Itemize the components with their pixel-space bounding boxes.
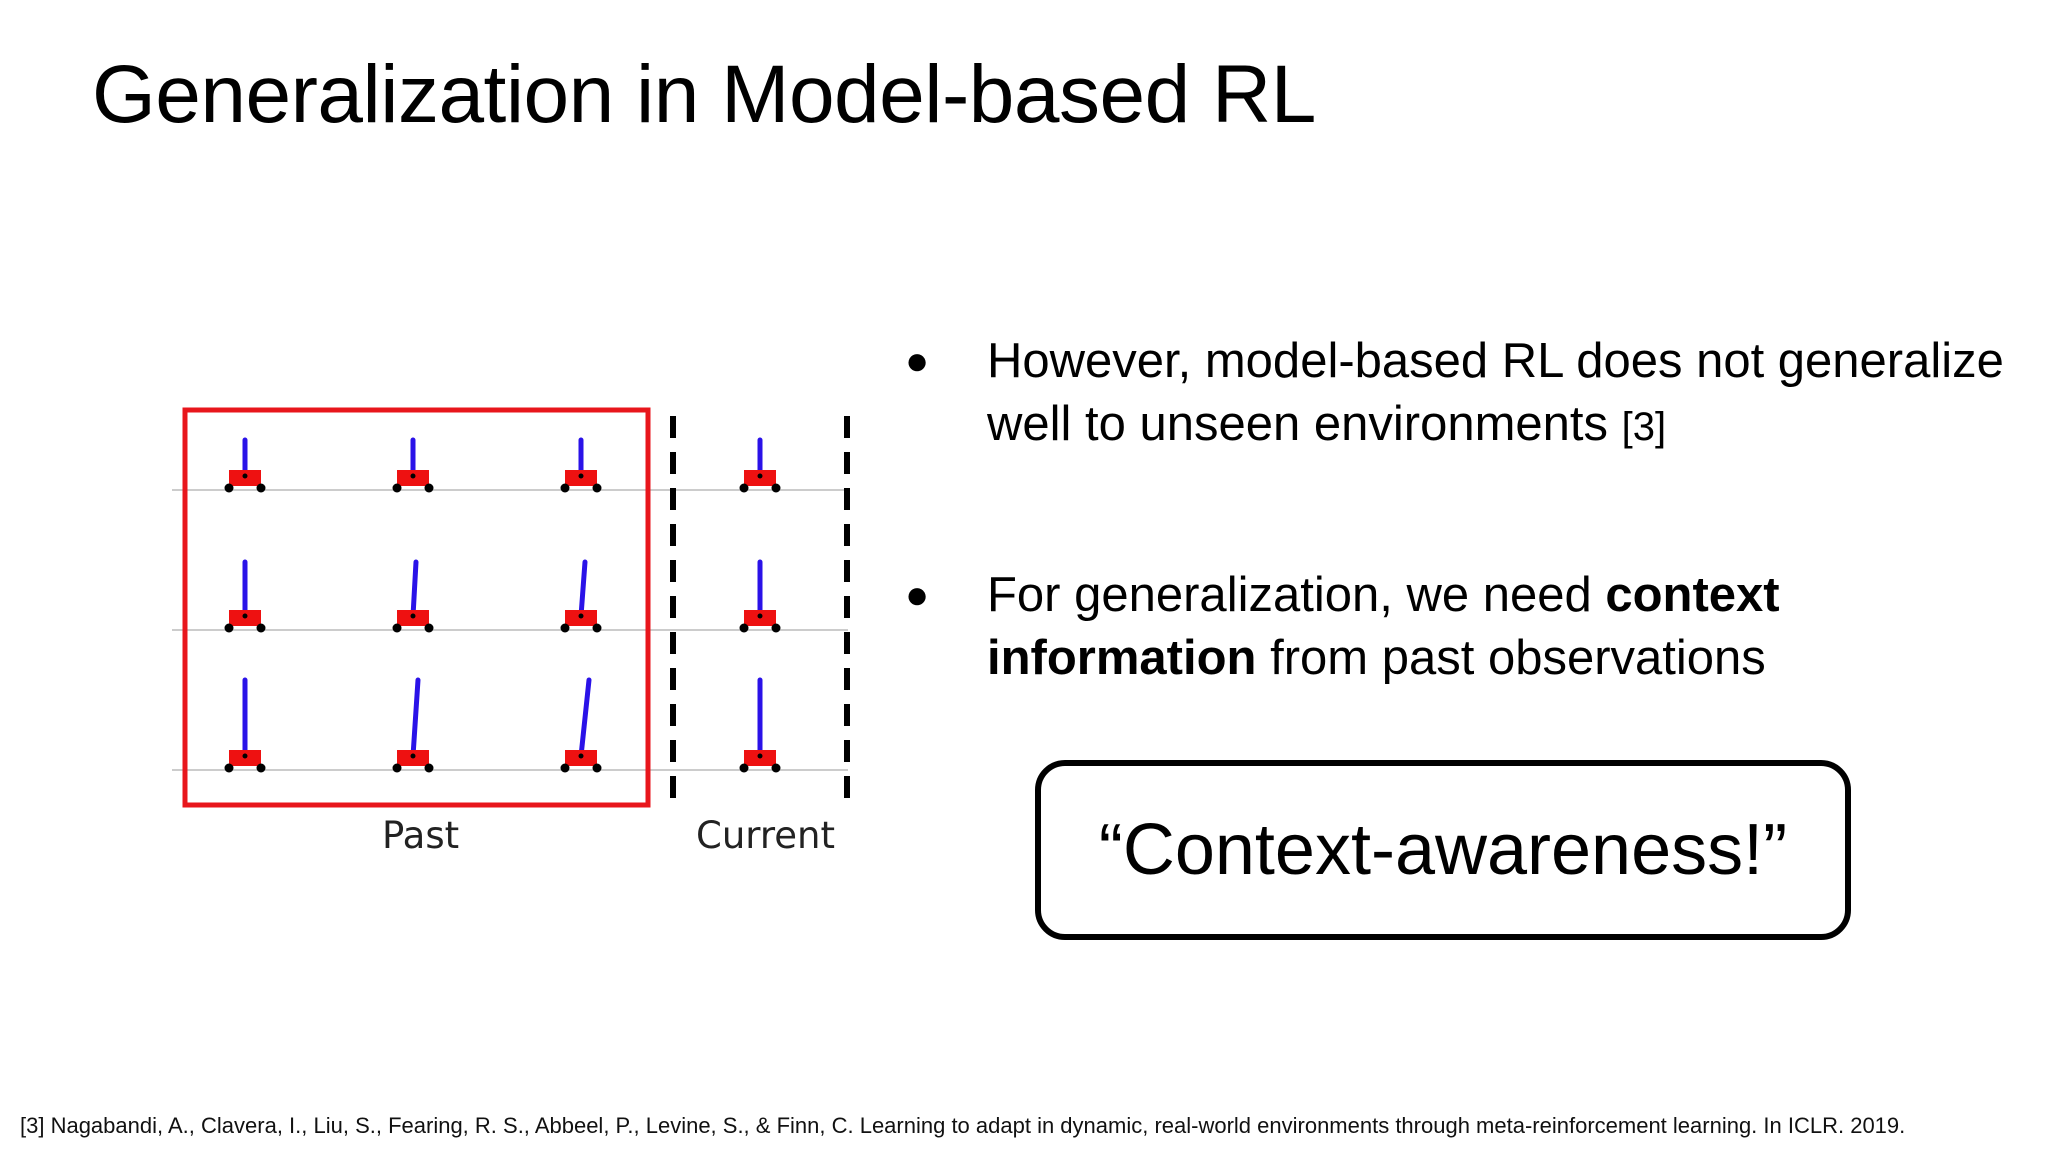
cartpole-2-2 xyxy=(392,559,434,633)
wheel-right xyxy=(256,483,266,493)
wheel-left xyxy=(560,763,570,773)
wheel-left xyxy=(224,763,234,773)
pivot xyxy=(757,473,763,479)
wheel-right xyxy=(771,483,781,493)
current-label: Current xyxy=(696,814,835,857)
callout-text: “Context-awareness!” xyxy=(1098,810,1788,890)
pivot xyxy=(242,613,248,619)
pole xyxy=(578,677,592,759)
bullet-item-2: ● For generalization, we need context in… xyxy=(905,564,2005,690)
wheel-left xyxy=(739,623,749,633)
wheel-right xyxy=(771,623,781,633)
pole xyxy=(578,559,588,619)
cartpole-2-4 xyxy=(739,559,781,633)
pole xyxy=(410,677,421,759)
cartpole-1-2 xyxy=(392,437,434,493)
cartpole-3-4 xyxy=(739,677,781,773)
citation-ref: [3] xyxy=(1621,405,1667,449)
wheel-right xyxy=(592,623,602,633)
slide-title: Generalization in Model-based RL xyxy=(92,49,1316,140)
wheel-left xyxy=(392,623,402,633)
pivot xyxy=(757,753,763,759)
cartpole-grid xyxy=(224,437,781,773)
bullet-list: ● However, model-based RL does not gener… xyxy=(905,330,2005,690)
cartpole-1-1 xyxy=(224,437,266,493)
footnote: [3] Nagabandi, A., Clavera, I., Liu, S.,… xyxy=(20,1113,1906,1138)
wheel-right xyxy=(424,483,434,493)
cartpole-diagram xyxy=(172,407,850,808)
cartpole-3-2 xyxy=(392,677,434,773)
pivot xyxy=(757,613,763,619)
wheel-right xyxy=(256,763,266,773)
pivot xyxy=(578,613,584,619)
cartpole-1-3 xyxy=(560,437,602,493)
wheel-left xyxy=(739,763,749,773)
cartpole-3-1 xyxy=(224,677,266,773)
wheel-right xyxy=(771,763,781,773)
cartpole-3-3 xyxy=(560,677,602,773)
wheel-left xyxy=(224,623,234,633)
pivot xyxy=(578,753,584,759)
pivot xyxy=(242,473,248,479)
bullet-text-start: For generalization, we need xyxy=(987,568,1606,622)
cartpole-figure: Past Current xyxy=(170,402,860,882)
wheel-left xyxy=(224,483,234,493)
pivot xyxy=(410,613,416,619)
wheel-left xyxy=(392,763,402,773)
wheel-right xyxy=(256,623,266,633)
wheel-right xyxy=(592,483,602,493)
pole xyxy=(410,559,419,619)
cartpole-1-4 xyxy=(739,437,781,493)
cartpole-2-1 xyxy=(224,559,266,633)
bullet-dot-icon: ● xyxy=(905,573,930,617)
wheel-left xyxy=(560,483,570,493)
pivot xyxy=(410,753,416,759)
wheel-left xyxy=(560,623,570,633)
pivot xyxy=(410,473,416,479)
wheel-left xyxy=(739,483,749,493)
pivot xyxy=(578,473,584,479)
bullet-text: However, model-based RL does not general… xyxy=(987,334,2004,451)
wheel-right xyxy=(424,763,434,773)
wheel-right xyxy=(424,623,434,633)
bullet-item-1: ● However, model-based RL does not gener… xyxy=(905,330,2005,459)
pivot xyxy=(242,753,248,759)
wheel-left xyxy=(392,483,402,493)
callout-box: “Context-awareness!” xyxy=(1035,760,1851,940)
cartpole-2-3 xyxy=(560,559,602,633)
bullet-text-end: from past observations xyxy=(1256,631,1766,685)
bullet-text-bold: context information xyxy=(987,568,1780,685)
past-label: Past xyxy=(382,814,460,857)
bullet-dot-icon: ● xyxy=(905,339,930,383)
wheel-right xyxy=(592,763,602,773)
past-window-frame xyxy=(182,407,651,808)
